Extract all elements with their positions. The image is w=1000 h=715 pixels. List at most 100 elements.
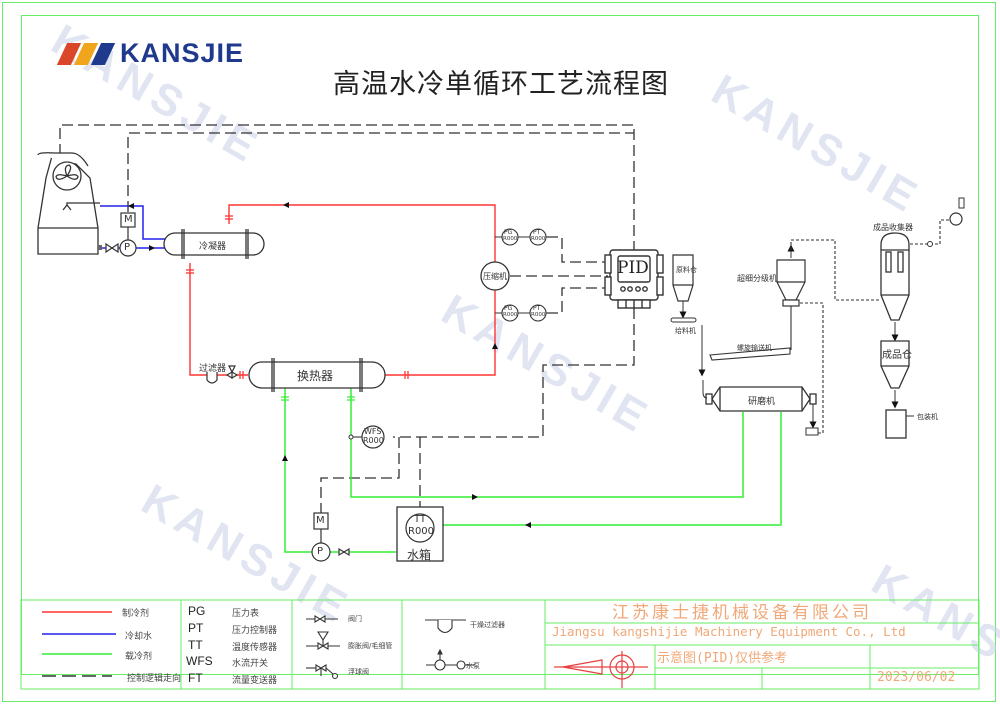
pg-top-num: R000 [503,236,518,242]
pt-top-num: R000 [531,236,546,242]
abbr-meaning: 压力表 [232,609,260,619]
flange-marks [281,396,355,401]
motor-2-label: M [316,515,325,526]
legend-filter-drier-icon [425,619,466,634]
product-bin [880,340,910,389]
air-lines [790,219,950,434]
refrigerant-discharge-line [228,204,496,376]
symbol-label-filter-drier: 干燥过滤器 [470,621,505,629]
compressor-label: 压缩机 [483,272,507,281]
pump-1-label: P [124,242,131,253]
coolant-supply-line [284,388,312,553]
filter-label: 过滤器 [199,364,227,374]
fan-outlet-icon [958,197,965,209]
tt-tag: TT [414,514,427,525]
flange-marks [186,215,409,379]
legend-label-refrigerant: 制冷剂 [122,609,150,619]
projection-symbol-icon [554,651,648,688]
legend-grid [20,599,980,690]
control-line-pt-top [547,236,608,263]
air-line-fan [910,219,950,245]
abbr-code: WFS [186,654,213,668]
abbr-meaning: 压力控制器 [232,626,278,636]
legend-float-valve-icon [306,664,339,680]
condenser-label: 冷凝器 [199,242,227,252]
symbol-label-water-pump: 水泵 [466,662,480,670]
flow-arrow-icon [492,343,498,349]
refrigerant-lines [189,204,496,376]
valve-icon [338,547,350,557]
legend-expansion-valve-icon [306,631,340,650]
screw-conveyor [709,347,791,361]
refrigerant-liquid-line [189,263,248,376]
grinder-label: 研磨机 [748,397,776,407]
outer-frame [2,2,996,702]
raw-bin-label: 原料仓 [676,266,697,274]
wfs-num: R000 [363,436,384,445]
grinder [705,386,817,412]
legend-label-control: 控制逻辑走向 [127,674,182,684]
symbol-label-float-valve: 浮球阀 [348,668,369,676]
cooling-water-return [100,205,165,240]
condenser [163,229,265,259]
abbr-meaning: 温度传感器 [232,643,278,653]
pid-display-label: PID [617,258,649,278]
feeder-label: 给料机 [675,327,696,335]
drawing-date: 2023/06/02 [877,670,956,685]
company-logo: KANSJIE [56,38,245,69]
packer-label: 包装机 [917,413,938,421]
filter-drier [206,372,218,384]
legend-valve-icon [306,615,338,623]
pump-1 [119,239,137,257]
logo-text: KANSJIE [120,38,245,68]
wfs-switch [361,425,385,449]
product-collector [880,232,910,321]
flow-arrow-icon [128,203,134,209]
symbol-label-expansion-valve: 膨胀阀/毛细管 [348,642,393,650]
flow-arrow-icon [525,522,531,528]
instrument-group-top [495,228,547,322]
pid-controller [604,249,664,309]
pt-gauge-bottom [529,304,547,322]
air-line-classifier-collector [790,239,880,301]
symbol-label-valve: 阀门 [348,615,362,623]
pt-bottom-num: R000 [531,312,546,318]
control-line-tower [59,124,635,250]
flow-arrow-icon [472,494,478,500]
tt-num: R000 [408,526,435,537]
legend-label-coolant: 载冷剂 [125,652,153,662]
nozzle-icon [98,245,102,250]
valve-icon [105,242,119,254]
classifier [776,259,806,307]
feeder [670,317,697,323]
coolant-return [443,412,782,526]
control-line-pt-bottom [547,287,608,314]
pt-bottom-tag: PT [533,305,541,312]
cooling-tower [37,152,100,255]
control-line-motor2 [320,437,400,514]
product-bin-label: 成品仓 [882,350,912,361]
wfs-tag: WFS [364,427,382,436]
flow-arrow-icon [283,202,289,208]
screw-conveyor-label: 螺旋输送机 [737,344,772,352]
pt-gauge-top [529,228,547,246]
water-tank-label: 水箱 [407,548,432,562]
abbr-code: TT [188,638,203,652]
pg-bottom-tag: PG [504,305,513,312]
abbr-code: PG [188,604,206,618]
packing-machine [885,409,907,439]
inner-frame [21,15,979,675]
valve-icon [805,427,819,436]
pump-2 [311,542,331,562]
diagram-title: 高温水冷单循环工艺流程图 [333,69,669,100]
coolant-lines [284,388,782,553]
expansion-valve [225,365,239,380]
coolant-to-grinder [350,388,744,498]
exhaust-fan-icon [949,212,963,226]
control-lines [59,124,635,514]
pt-top-tag: PT [533,229,541,236]
collector-label: 成品收集器 [873,223,913,232]
pg-top-tag: PG [504,229,513,236]
classifier-label: 超细分级机 [737,274,777,283]
